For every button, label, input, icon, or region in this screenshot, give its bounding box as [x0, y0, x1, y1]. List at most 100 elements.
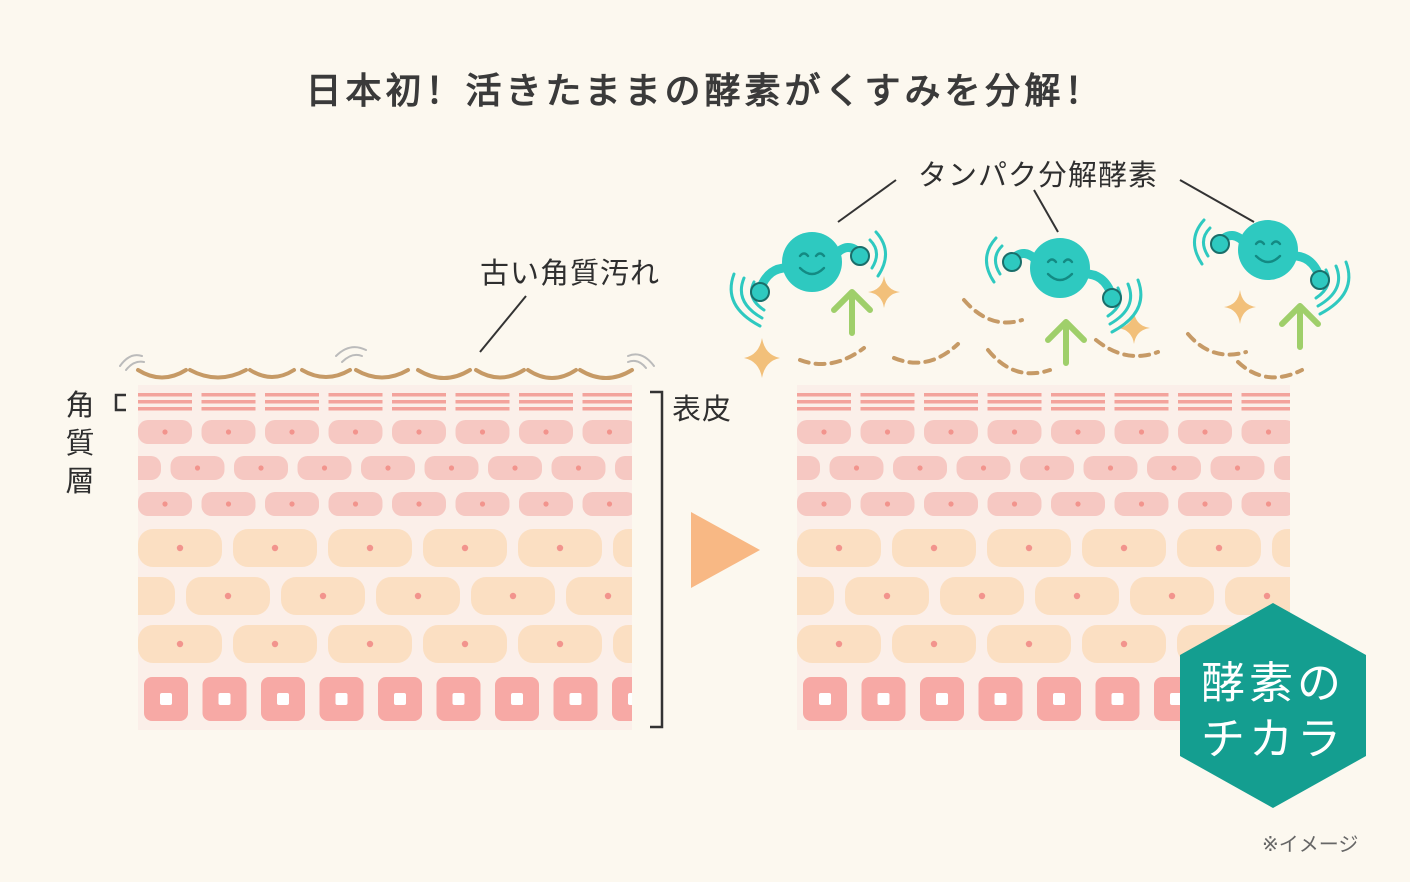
skin-cell [1241, 420, 1290, 444]
corneum-stripe [328, 400, 383, 404]
corneum-stripe [265, 400, 319, 404]
cell-nucleus [509, 592, 517, 600]
cell-nucleus [162, 429, 168, 435]
cell-nucleus [948, 501, 954, 507]
corneum-stripe [797, 393, 851, 397]
cell-nucleus [734, 501, 739, 506]
cell-nucleus [1311, 545, 1317, 551]
corneum-stripe [201, 407, 256, 411]
cell-nucleus [258, 465, 264, 471]
corneum-stripe [924, 400, 978, 404]
label-epidermis: 表皮 [672, 392, 733, 426]
corneum-stripe [582, 407, 632, 411]
corneum-stripe [328, 407, 383, 411]
cell-nucleus [1265, 429, 1272, 435]
cell-nucleus [452, 693, 465, 705]
corneum-stripe [265, 393, 319, 397]
cell-nucleus [789, 593, 795, 599]
corneum-stripe [1114, 407, 1169, 411]
cell-nucleus [289, 429, 295, 435]
corneum-stripe [138, 393, 192, 397]
cell-nucleus [194, 465, 201, 471]
corneum-stripe [519, 393, 573, 397]
cell-nucleus [321, 465, 328, 471]
cell-nucleus [271, 544, 279, 552]
skin-cell [1272, 529, 1290, 567]
cell-nucleus [176, 640, 184, 648]
corneum-stripe [860, 400, 915, 404]
cell-nucleus [225, 501, 232, 507]
cell-nucleus [352, 501, 359, 507]
stratum-bracket [114, 393, 126, 412]
cell-nucleus [821, 501, 827, 507]
corneum-stripe [1178, 400, 1232, 404]
cell-nucleus [606, 429, 613, 435]
cell-nucleus [1075, 501, 1081, 507]
corneum-stripe [392, 400, 446, 404]
corneum-stripe [1051, 407, 1105, 411]
corneum-stripe [1178, 393, 1232, 397]
skin-cell [1369, 420, 1410, 444]
badge-hexagon [1180, 603, 1366, 808]
cell-nucleus [511, 693, 523, 705]
skin-cell [138, 456, 161, 480]
cell-nucleus [366, 544, 374, 552]
cell-nucleus [1263, 592, 1271, 600]
corneum-stripe [582, 393, 632, 397]
skin-cell [1369, 492, 1410, 516]
cell-nucleus [670, 429, 675, 434]
cell-nucleus [1393, 501, 1398, 506]
skin-cell [613, 529, 632, 567]
cell-nucleus [877, 693, 890, 705]
corneum-stripe [987, 393, 1042, 397]
cell-nucleus [1138, 429, 1145, 435]
corneum-stripe [1305, 400, 1359, 404]
cell-nucleus [448, 465, 455, 471]
cell-nucleus [652, 641, 658, 647]
cell-nucleus [479, 429, 486, 435]
cell-nucleus [790, 465, 795, 470]
cell-nucleus [1362, 465, 1367, 470]
cell-nucleus [394, 693, 406, 705]
cell-nucleus [703, 465, 708, 470]
cell-nucleus [569, 693, 582, 705]
corneum-stripe [1241, 400, 1290, 404]
cell-nucleus [1265, 501, 1272, 507]
cell-nucleus [416, 501, 422, 507]
cell-nucleus [1298, 465, 1303, 470]
skin-cell [661, 577, 745, 615]
skin-cell [138, 577, 175, 615]
corneum-stripe [1241, 407, 1290, 411]
corneum-stripe [924, 393, 978, 397]
cell-nucleus [1359, 593, 1365, 599]
cell-nucleus [176, 544, 184, 552]
cell-nucleus [271, 640, 279, 648]
cell-nucleus [1044, 465, 1050, 471]
cell-nucleus [416, 429, 422, 435]
cell-nucleus [1168, 592, 1176, 600]
skin-cell [1367, 529, 1410, 567]
cell-nucleus [335, 693, 348, 705]
skin-cell [566, 577, 632, 615]
cell-nucleus [162, 501, 168, 507]
cell-nucleus [1111, 693, 1124, 705]
corneum-stripe [924, 407, 978, 411]
cell-nucleus [130, 593, 136, 599]
cell-nucleus [853, 465, 860, 471]
skin-cell [679, 456, 733, 480]
cell-nucleus [1025, 640, 1033, 648]
cell-nucleus [948, 429, 954, 435]
corneum-stripe [987, 400, 1042, 404]
corneum-stripe [455, 393, 510, 397]
cell-nucleus [1053, 693, 1065, 705]
cell-nucleus [604, 592, 612, 600]
cell-nucleus [819, 693, 831, 705]
cell-nucleus [1075, 429, 1081, 435]
cell-nucleus [883, 592, 891, 600]
corneum-stripe [1114, 393, 1169, 397]
leader-lines-enzyme [837, 179, 1255, 233]
corneum-stripe [1051, 393, 1105, 397]
wave-icon [1193, 218, 1351, 316]
label-enzyme: タンパク分解酵素 [918, 158, 1159, 192]
